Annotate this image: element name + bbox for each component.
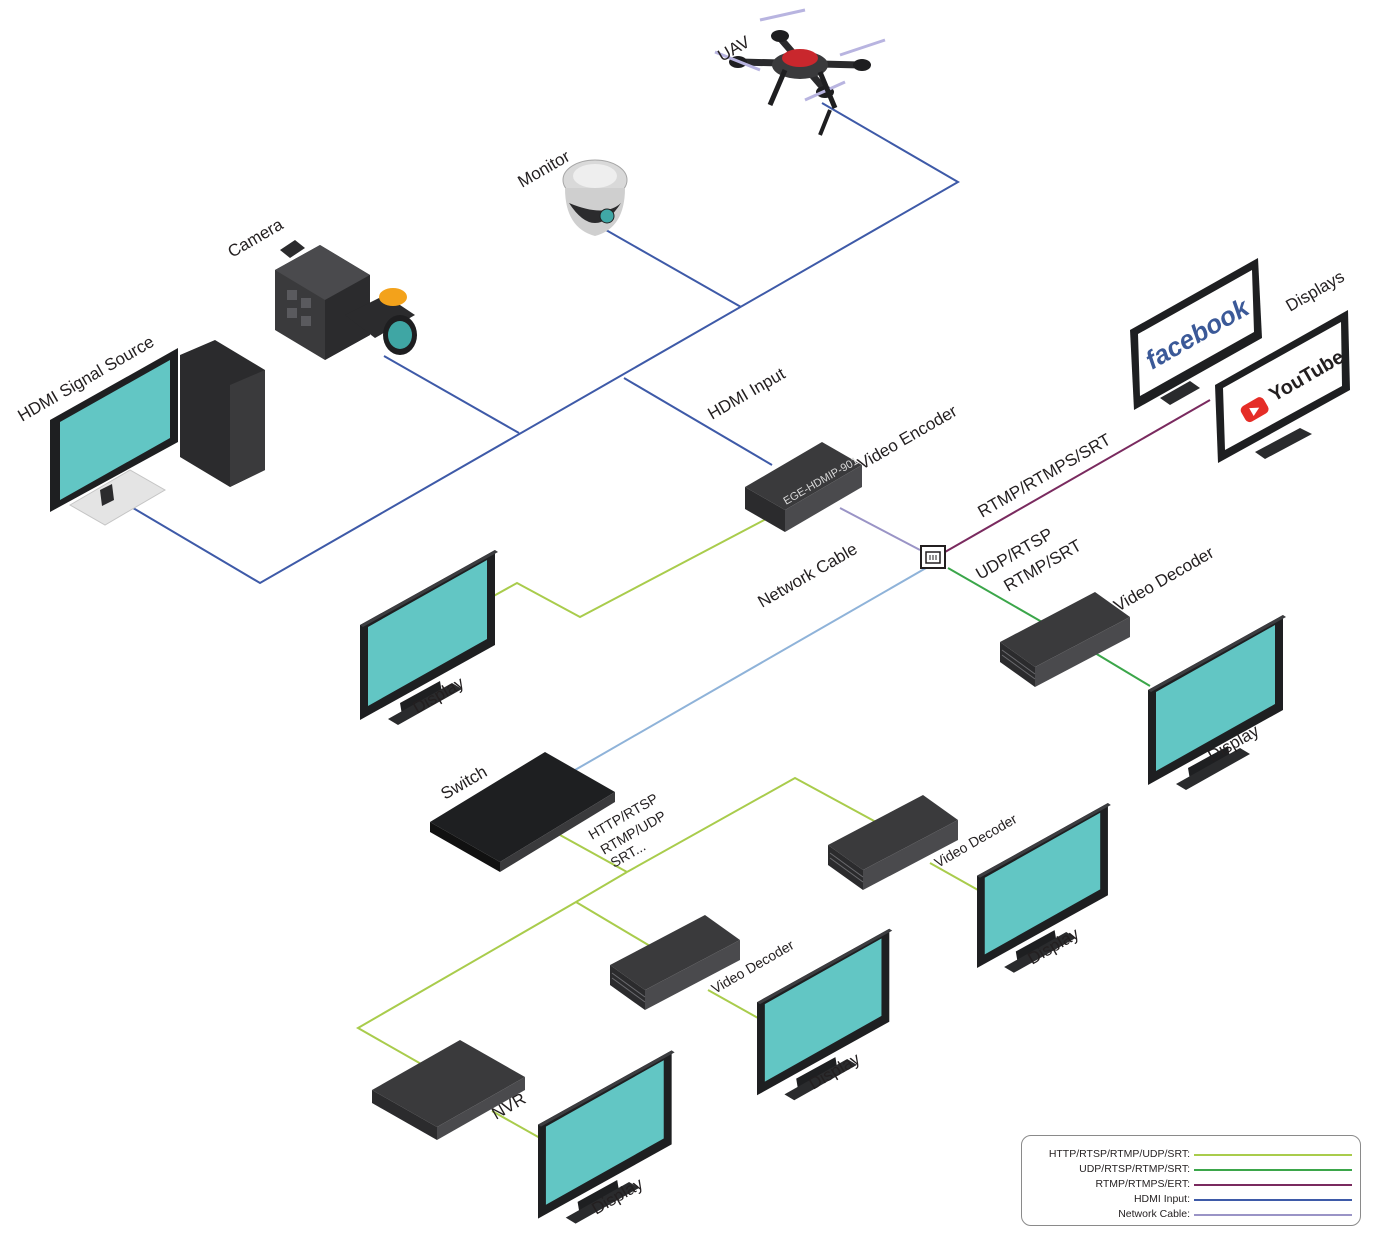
decoder-box-icon bbox=[999, 591, 1131, 688]
legend-label: RTMP/RTMPS/ERT: bbox=[1095, 1178, 1190, 1190]
legend-swatch bbox=[1194, 1154, 1352, 1156]
rtmp-line bbox=[944, 399, 1211, 553]
youtube-icon bbox=[1240, 397, 1269, 423]
legend-swatch bbox=[1194, 1199, 1352, 1201]
network-switch-icon bbox=[430, 752, 615, 872]
udp-line bbox=[947, 567, 1043, 623]
nvr-icon bbox=[372, 1040, 525, 1140]
display-icon bbox=[1148, 615, 1286, 790]
legend-label: UDP/RTSP/RTMP/SRT: bbox=[1079, 1163, 1190, 1175]
camera-label: Camera bbox=[225, 215, 287, 262]
hdmi-input-label: HDMI Input bbox=[705, 364, 789, 424]
legend-label: Network Cable: bbox=[1118, 1208, 1190, 1220]
legend-row: HDMI Input: bbox=[1022, 1193, 1362, 1207]
legend-swatch bbox=[1194, 1214, 1352, 1216]
decoder-box-icon bbox=[609, 914, 741, 1011]
network-cable-label: Network Cable bbox=[755, 539, 861, 611]
decoder-box-icon bbox=[827, 794, 959, 891]
encoder-display-line bbox=[489, 517, 769, 619]
display-icon bbox=[1130, 258, 1262, 410]
legend-row: RTMP/RTMPS/ERT: bbox=[1022, 1178, 1362, 1192]
legend-row: Network Cable: bbox=[1022, 1208, 1362, 1222]
legend-row: UDP/RTSP/RTMP/SRT: bbox=[1022, 1163, 1362, 1177]
drone-icon bbox=[714, 8, 886, 136]
video-camera-icon bbox=[275, 240, 417, 360]
switch-uplink-line bbox=[574, 567, 927, 771]
legend-row: HTTP/RTSP/RTMP/UDP/SRT: bbox=[1022, 1148, 1362, 1162]
switch-distribution-lines bbox=[355, 776, 979, 1139]
rtmp-label: RTMP/RTMPS/SRT bbox=[975, 430, 1115, 522]
udp-line-display bbox=[1089, 649, 1151, 687]
displays-label: Displays bbox=[1283, 267, 1348, 316]
encoder-box-icon bbox=[745, 442, 862, 532]
legend-label: HDMI Input: bbox=[1133, 1193, 1190, 1205]
network-cable-line bbox=[839, 507, 921, 551]
dome-camera-icon bbox=[562, 159, 628, 236]
legend-swatch bbox=[1194, 1169, 1352, 1171]
legend-label: HTTP/RTSP/RTMP/UDP/SRT: bbox=[1048, 1148, 1190, 1160]
legend: HTTP/RTSP/RTMP/UDP/SRT: UDP/RTSP/RTMP/SR… bbox=[1021, 1135, 1361, 1226]
legend-swatch bbox=[1194, 1184, 1352, 1186]
desktop-computer-icon bbox=[50, 340, 265, 526]
video-decoder-right-label: Video Decoder bbox=[1111, 543, 1218, 616]
hdmi-lines bbox=[127, 102, 960, 585]
ethernet-port-icon bbox=[920, 545, 946, 569]
video-encoder-label: Video Encoder bbox=[855, 401, 961, 473]
